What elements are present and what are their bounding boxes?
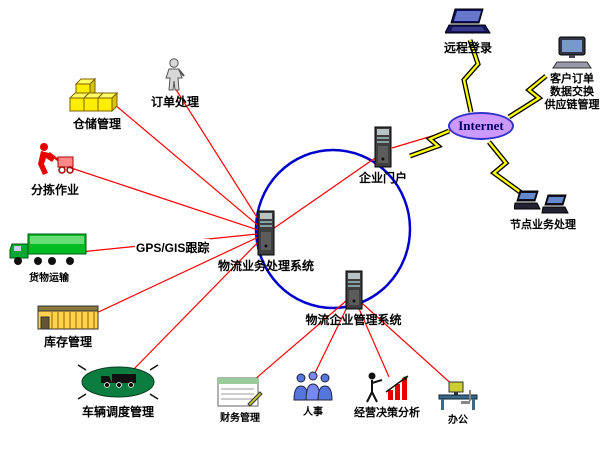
node-label: 物流企业管理系统 bbox=[305, 313, 402, 327]
node-label: 分拣作业 bbox=[30, 183, 79, 197]
boxes-icon bbox=[68, 77, 119, 113]
truck-icon bbox=[9, 233, 87, 265]
node-logistics-management-system: 物流企业管理系统 bbox=[296, 270, 411, 327]
node-label: 数据交换 bbox=[550, 86, 594, 99]
connector bbox=[89, 232, 268, 317]
node-label: 货物运输 bbox=[29, 273, 69, 284]
node-label: 供应链管理 bbox=[544, 99, 600, 112]
node-cargo-transport: 货物运输 bbox=[5, 230, 93, 285]
red-connectors bbox=[61, 87, 457, 389]
office-desk-icon bbox=[438, 381, 478, 410]
node-label: 企业门户 bbox=[358, 171, 407, 185]
lightning-bolt-icon bbox=[508, 75, 547, 119]
connector bbox=[132, 232, 268, 371]
lightning-bolt-icon bbox=[409, 129, 450, 158]
node-label: 客户订单 bbox=[550, 73, 594, 85]
gps-gis-tracking-label: GPS/GIS跟踪 bbox=[135, 239, 211, 256]
node-label: 物流业务处理系统 bbox=[217, 259, 314, 273]
server-icon bbox=[257, 210, 275, 256]
node-label: 财务管理 bbox=[220, 413, 260, 424]
node-label: 经营决策分析 bbox=[354, 407, 420, 419]
node-label: 车辆调度管理 bbox=[81, 405, 154, 419]
node-customer-order: 客户订单 数据交换 供应链管理 bbox=[532, 36, 612, 113]
node-label: 库存管理 bbox=[43, 335, 92, 349]
connector bbox=[107, 98, 268, 234]
node-sorting-operation: 分拣作业 bbox=[20, 140, 90, 197]
server-icon bbox=[374, 126, 392, 168]
node-inventory-management: 库存管理 bbox=[30, 304, 106, 349]
node-logistics-processing-system: 物流业务处理系统 bbox=[206, 210, 326, 273]
lightning-bolt-icon bbox=[488, 141, 528, 198]
node-warehouse-management: 仓储管理 bbox=[62, 76, 132, 131]
lightning-bolt-icon bbox=[462, 39, 480, 113]
connector bbox=[61, 164, 268, 234]
node-remote-login: 远程登录 bbox=[424, 8, 512, 55]
person-icon bbox=[165, 58, 185, 91]
connector bbox=[352, 294, 457, 389]
analyst-chart-icon bbox=[366, 372, 409, 403]
node-label: 人事 bbox=[303, 407, 323, 418]
node-order-processing: 订单处理 bbox=[140, 58, 210, 109]
node-enterprise-portal: 企业门户 bbox=[353, 126, 413, 185]
dispatch-ellipse-truck-icon bbox=[77, 364, 159, 400]
desktop-computer-icon bbox=[552, 36, 592, 69]
node-label: 仓储管理 bbox=[72, 117, 121, 131]
connector bbox=[174, 87, 268, 234]
worker-cart-icon bbox=[38, 143, 74, 175]
laptop-icon bbox=[445, 8, 491, 34]
lightning-links bbox=[409, 39, 548, 200]
node-label: 办公 bbox=[448, 415, 468, 426]
form-document-icon bbox=[217, 377, 263, 407]
node-label: 节点业务处理 bbox=[510, 219, 576, 231]
node-office: 办公 bbox=[430, 378, 486, 427]
warehouse-icon bbox=[37, 305, 99, 330]
node-finance-management: 财务管理 bbox=[210, 376, 270, 425]
server-icon bbox=[345, 270, 362, 310]
node-decision-analysis: 经营决策分析 bbox=[344, 370, 430, 420]
node-hr: 人事 bbox=[288, 370, 338, 419]
connector bbox=[266, 155, 379, 234]
node-label: 远程登录 bbox=[443, 41, 492, 55]
people-icon bbox=[293, 371, 333, 401]
node-vehicle-dispatch: 车辆调度管理 bbox=[62, 362, 174, 419]
laptops-icon bbox=[514, 190, 569, 214]
node-label: 订单处理 bbox=[150, 95, 199, 109]
node-node-business: 节点业务处理 bbox=[502, 190, 584, 232]
internet-label: Internet bbox=[458, 118, 504, 133]
internet-cloud: Internet bbox=[448, 112, 514, 140]
connector bbox=[246, 294, 354, 387]
